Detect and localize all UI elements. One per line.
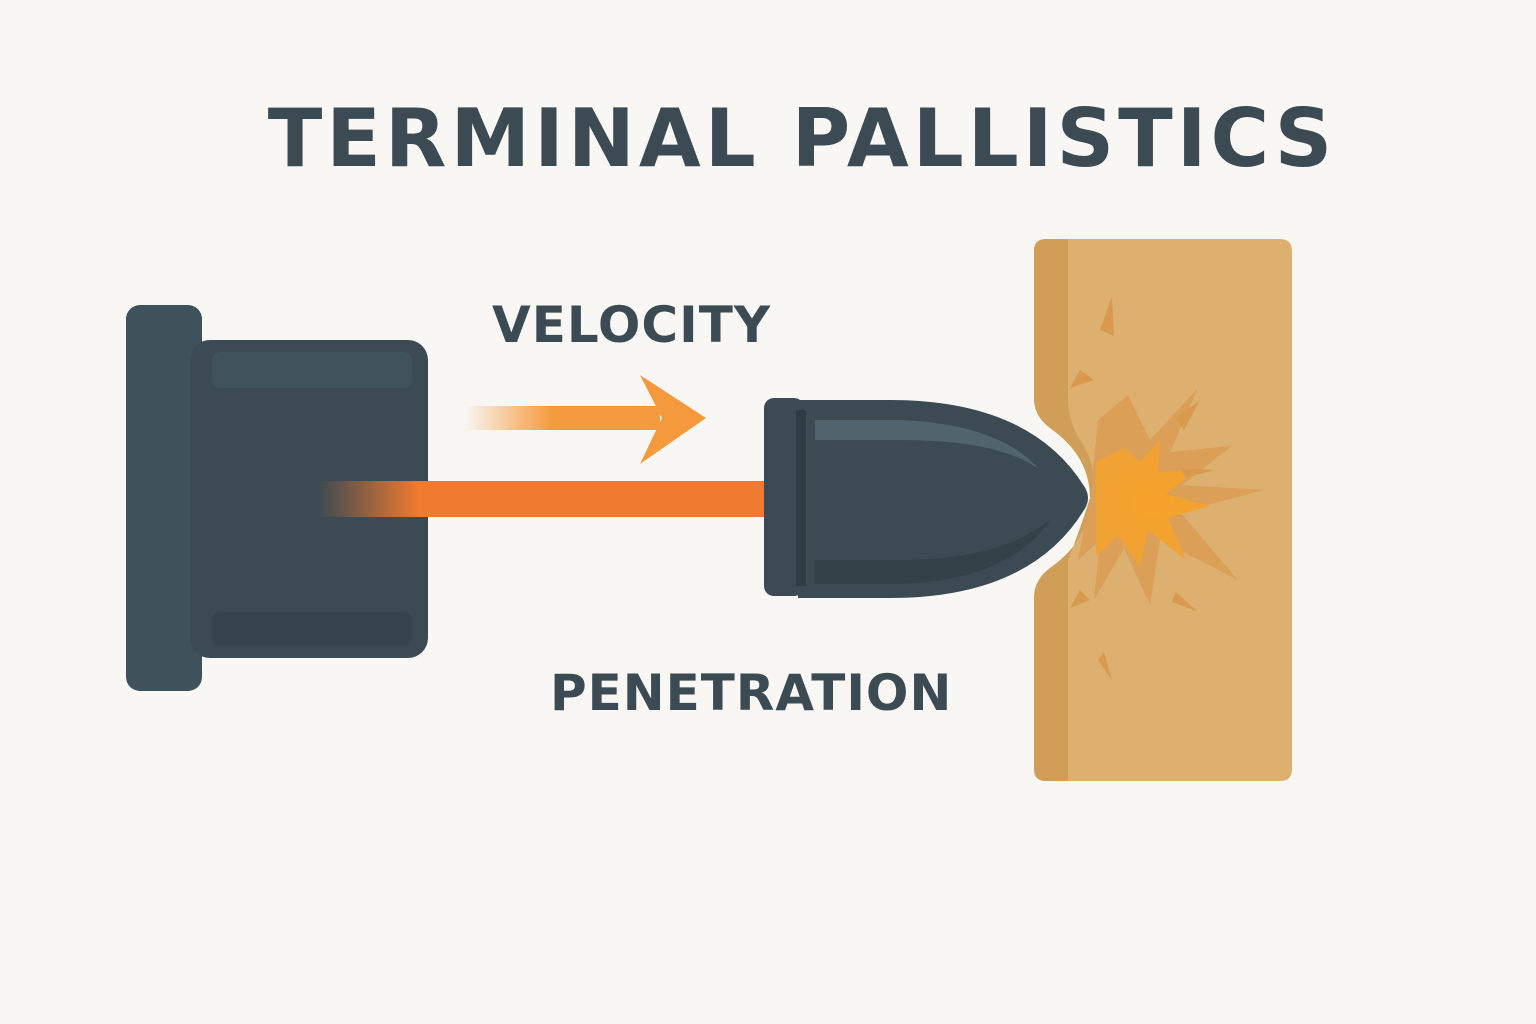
barrel-icon (126, 305, 428, 691)
velocity-arrow-icon (464, 375, 706, 464)
diagram-title: TERMINAL PALLISTICS (267, 92, 1337, 185)
velocity-label: VELOCITY (492, 296, 772, 354)
penetration-label: PENETRATION (550, 664, 953, 722)
trajectory-trail (318, 481, 776, 517)
impact-burst-icon (1070, 296, 1264, 680)
bullet-icon (764, 398, 1088, 598)
